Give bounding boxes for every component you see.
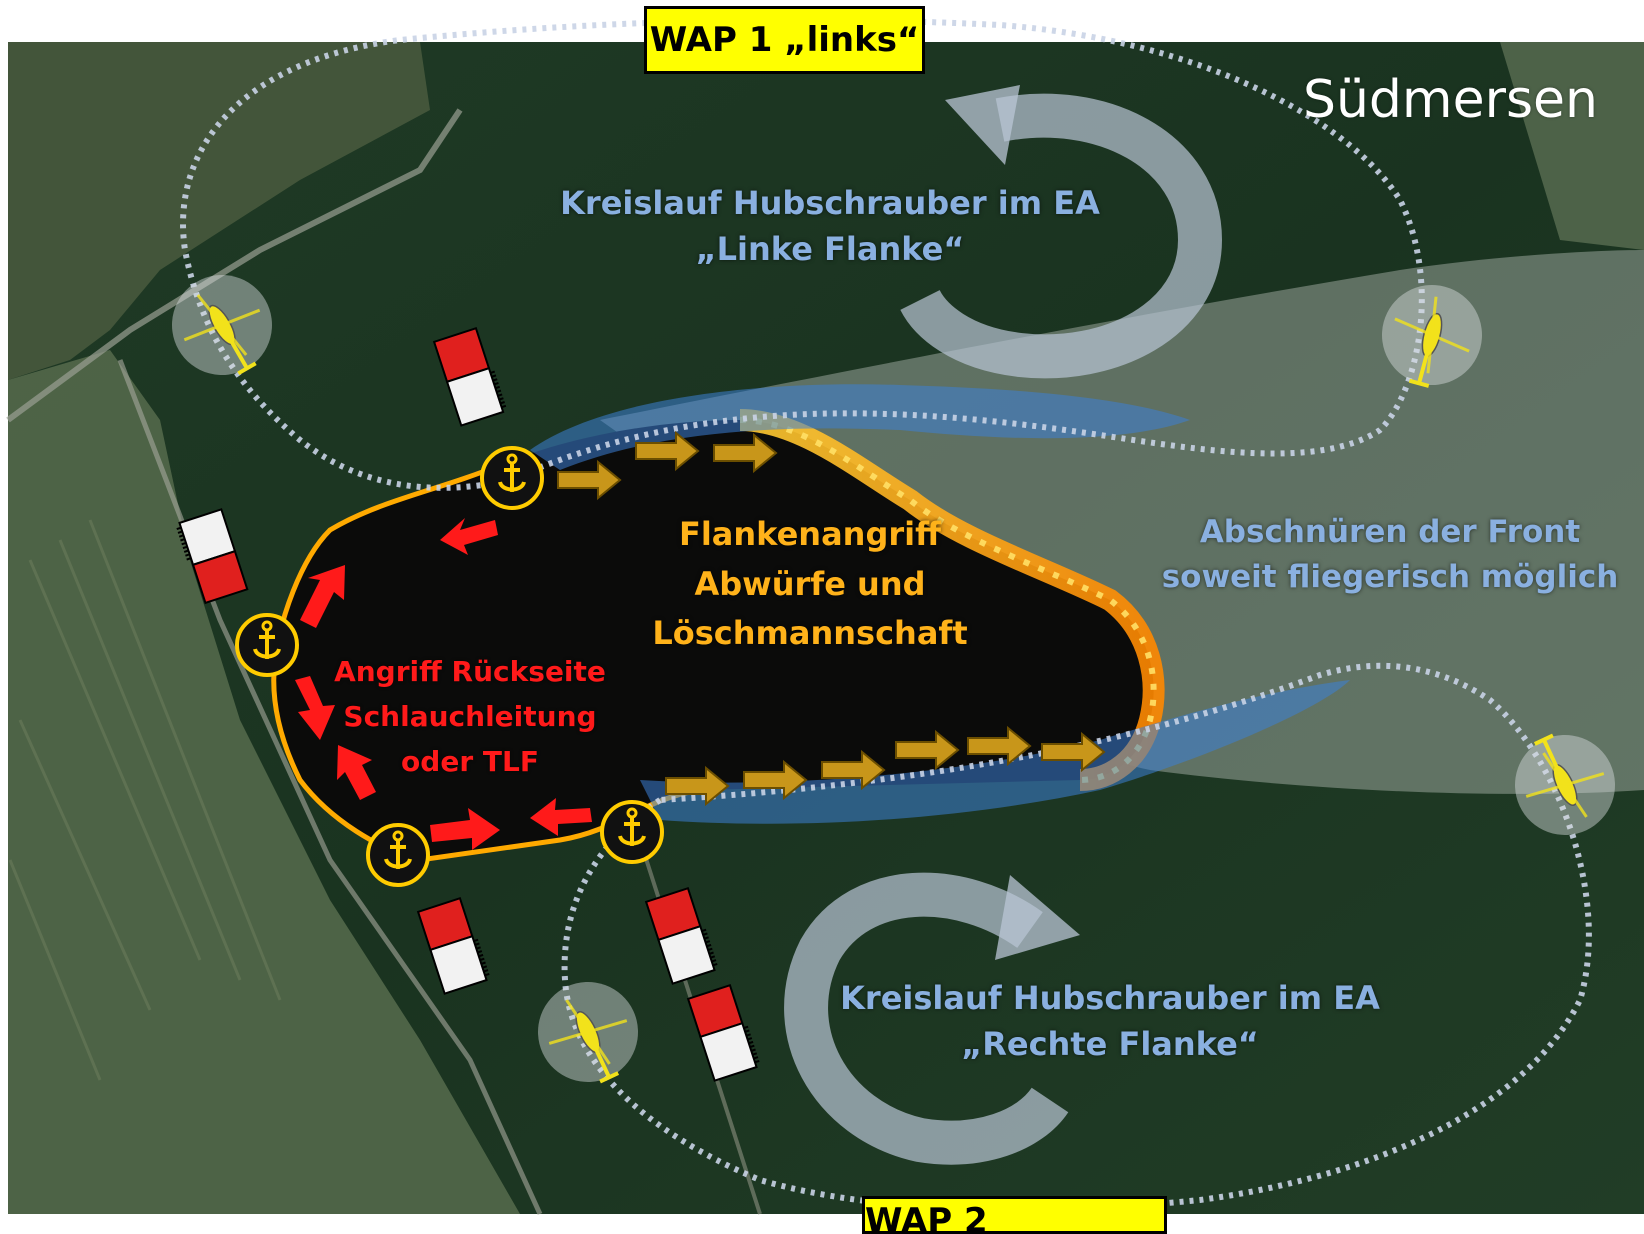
wap-left-label: WAP 1 „links“	[644, 6, 925, 74]
helicopter-circuit-right	[561, 662, 1592, 1213]
circuit-right-label: Kreislauf Hubschrauber im EA „Rechte Fla…	[840, 975, 1380, 1068]
road-left	[6, 108, 463, 423]
rear-attack-label: Angriff Rückseite Schlauchleitung oder T…	[320, 650, 620, 784]
helicopter-icon	[1382, 285, 1482, 388]
water-drop-zone-left-flank	[530, 384, 1190, 470]
fire-truck-icon	[176, 508, 249, 605]
heath-area-left	[8, 42, 430, 380]
circuit-right-line2: „Rechte Flanke“	[961, 1025, 1259, 1064]
front-line1: Abschnüren der Front	[1199, 514, 1581, 550]
flank-arrows-bottom	[665, 725, 1106, 807]
flank-line1: Flankenangriff	[678, 515, 942, 553]
rear-line1: Angriff Rückseite	[334, 655, 606, 688]
clearing-top-right	[1500, 42, 1644, 250]
anchor-icon	[366, 823, 430, 887]
rear-attack-arrows	[295, 518, 592, 850]
flank-attack-label: Flankenangriff Abwürfe und Löschmannscha…	[620, 510, 1000, 659]
flank-line3: Löschmannschaft	[652, 614, 968, 653]
anchor-icon	[480, 446, 544, 510]
circuit-left-line1: Kreislauf Hubschrauber im EA	[560, 184, 1100, 222]
flank-line2: Abwürfe und	[694, 564, 926, 603]
circuit-right-line1: Kreislauf Hubschrauber im EA	[840, 979, 1380, 1017]
circular-arrow-icon	[900, 85, 1223, 379]
fire-truck-icon	[416, 896, 490, 995]
anchor-icon	[235, 613, 299, 677]
circuit-left-label: Kreislauf Hubschrauber im EA „Linke Flan…	[560, 180, 1100, 273]
place-name: Südmersen	[1302, 70, 1598, 130]
front-line2: soweit fliegerisch möglich	[1161, 558, 1619, 595]
fire-truck-icon	[432, 326, 507, 427]
helicopter-icon	[1515, 733, 1615, 835]
flank-arrows-top	[557, 430, 778, 501]
rear-line2: Schlauchleitung	[343, 699, 597, 733]
helicopter-icon	[172, 275, 272, 376]
rear-line3: oder TLF	[401, 744, 539, 778]
helicopter-icon	[538, 982, 638, 1084]
field-area-left	[8, 350, 520, 1214]
anchor-icon	[600, 800, 664, 864]
field-stripes	[8, 519, 282, 1081]
water-drop-zone-right-flank	[640, 680, 1350, 824]
front-cutoff-label: Abschnüren der Front soweit fliegerisch …	[1150, 510, 1630, 600]
fire-truck-icon	[686, 983, 760, 1082]
fire-perimeter	[271, 462, 701, 863]
wap-right-label: WAP 2 „rechts“	[862, 1196, 1167, 1234]
circular-arrow-icon	[784, 872, 1080, 1165]
circuit-left-line2: „Linke Flanke“	[695, 230, 965, 269]
fire-truck-icon	[644, 886, 718, 985]
